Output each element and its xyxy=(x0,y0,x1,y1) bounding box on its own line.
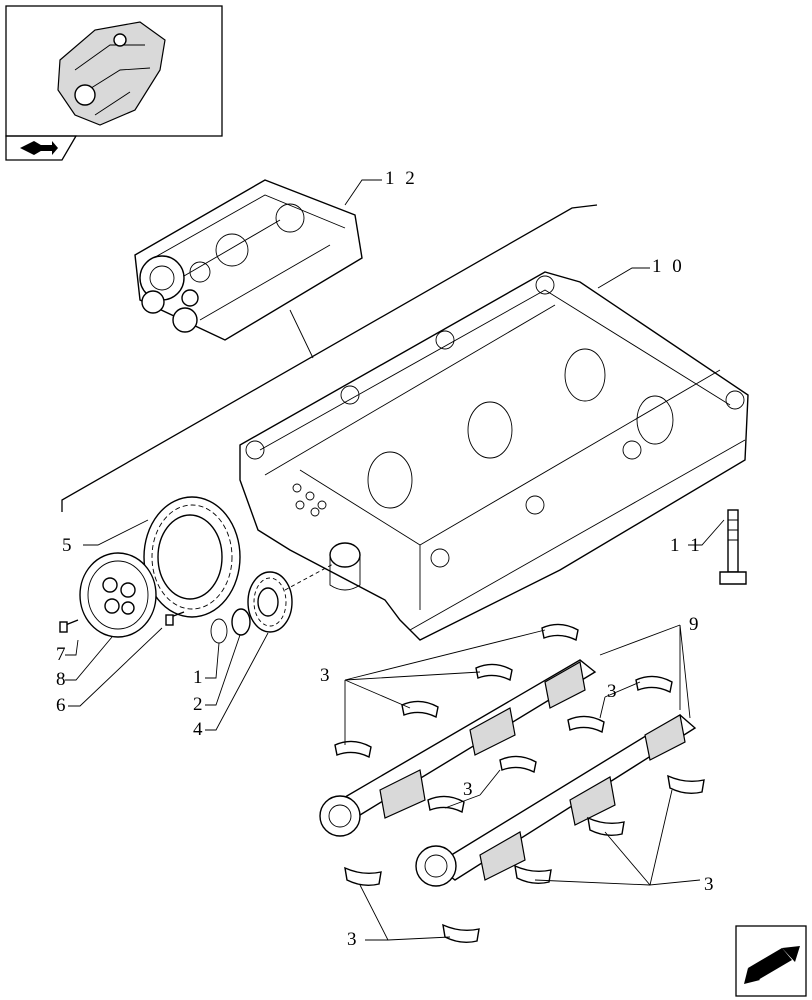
screw-7 xyxy=(59,619,79,633)
balance-shaft-upper xyxy=(319,659,597,837)
bearing-shell xyxy=(667,774,705,795)
balancer-assembly-small xyxy=(134,179,363,341)
bearing-shell xyxy=(401,700,439,719)
bolt-11 xyxy=(719,509,747,585)
callout-3: 3 xyxy=(463,779,476,800)
callout-2: 2 xyxy=(193,694,206,715)
book-tab[interactable] xyxy=(5,135,78,161)
bearing-shell xyxy=(541,623,579,642)
callout-3: 3 xyxy=(704,874,717,895)
bearing-shell xyxy=(499,755,537,774)
callout-10: 1 0 xyxy=(652,256,685,277)
callout-7: 7 xyxy=(56,644,69,665)
callout-1: 1 xyxy=(193,667,206,688)
callout-4: 4 xyxy=(193,719,206,740)
small-gear xyxy=(247,571,293,633)
bearing-shell xyxy=(587,816,625,837)
callout-6: 6 xyxy=(56,695,69,716)
next-page-arrow-icon xyxy=(744,946,800,984)
section-divider-line xyxy=(61,204,598,512)
screw-6 xyxy=(165,611,185,626)
bearing-shell xyxy=(567,715,605,734)
callout-9: 9 xyxy=(689,614,702,635)
balance-shaft-lower xyxy=(415,714,697,887)
book-arrow-icon xyxy=(20,141,58,155)
bearing-shell xyxy=(427,795,465,814)
callout-8: 8 xyxy=(56,669,69,690)
engine-thumbnail xyxy=(5,5,223,137)
bearing-shell xyxy=(514,864,552,885)
callout-3: 3 xyxy=(320,665,333,686)
leader-lines xyxy=(65,179,725,941)
snap-ring xyxy=(210,618,228,644)
bearing-shell xyxy=(442,923,480,944)
next-page-button[interactable] xyxy=(735,925,807,997)
balancer-housing xyxy=(239,271,749,641)
bearing-shell xyxy=(635,675,673,694)
callout-12: 1 2 xyxy=(385,168,418,189)
bearing-shell xyxy=(475,663,513,682)
engine-thumbnail-icon xyxy=(57,21,166,126)
callout-3: 3 xyxy=(347,929,360,950)
bearing-shell xyxy=(344,866,382,887)
pulley xyxy=(79,552,157,638)
spacer-ring xyxy=(231,608,251,636)
bearing-shell xyxy=(334,740,372,759)
sprocket-gear xyxy=(143,496,241,618)
callout-11: 1 1 xyxy=(670,535,703,556)
callout-3: 3 xyxy=(607,681,620,702)
callout-5: 5 xyxy=(62,535,75,556)
